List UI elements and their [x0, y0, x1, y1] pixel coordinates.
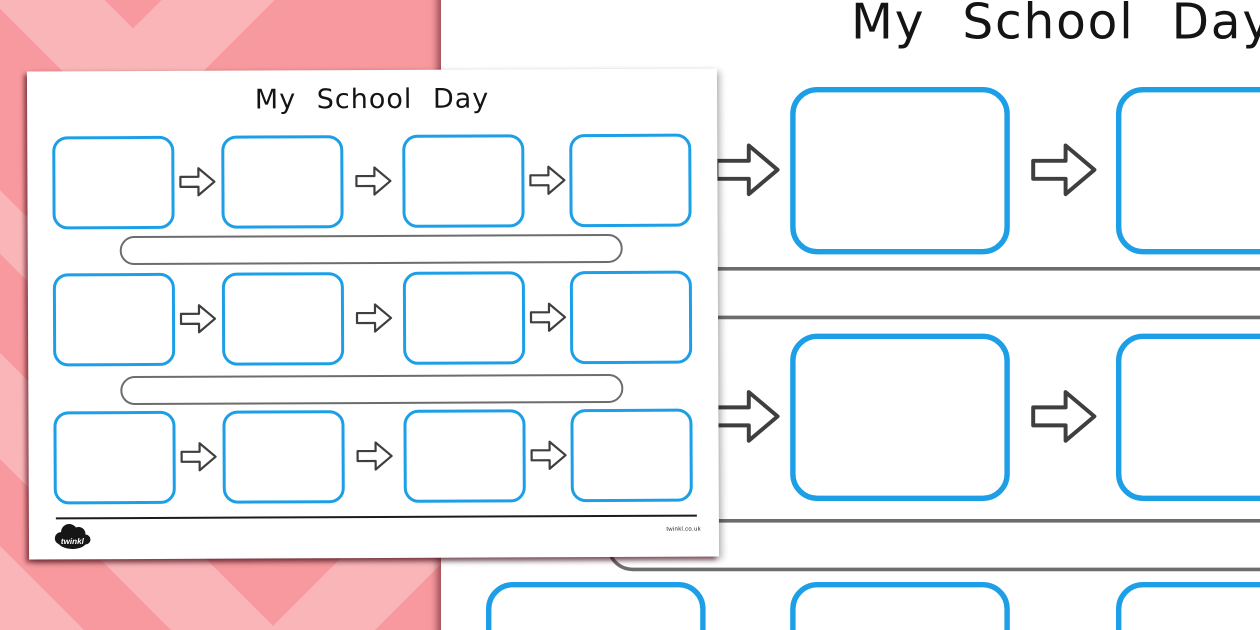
divider-pill: [120, 373, 624, 406]
sequence-box: [52, 272, 176, 367]
sequence-box: [1116, 582, 1260, 630]
worksheet-page-foreground: My School Day: [26, 68, 720, 560]
arrow-right-icon: [180, 442, 217, 472]
sequence-box: [403, 409, 526, 503]
sequence-box: [221, 272, 345, 366]
arrow-right-icon: [355, 166, 392, 196]
worksheet-title: My School Day: [254, 83, 490, 116]
arrow-right-icon: [714, 390, 780, 443]
arrow-right-icon: [179, 167, 216, 197]
arrow-right-icon: [714, 143, 780, 197]
sequence-box: [569, 270, 693, 365]
arrow-right-icon: [530, 440, 567, 470]
sequence-box: [402, 271, 526, 365]
twinkl-logo-text: twinkl: [61, 537, 85, 546]
sequence-box: [53, 410, 176, 505]
arrow-right-icon: [529, 165, 566, 195]
sequence-row: [27, 133, 717, 230]
sequence-row: [441, 582, 1260, 630]
sequence-box: [790, 333, 1010, 501]
footer-rule: [55, 514, 697, 520]
divider-pill: [119, 233, 623, 266]
sequence-box: [569, 133, 692, 228]
twinkl-logo: twinkl: [54, 523, 91, 549]
sequence-box: [52, 135, 175, 230]
website-url: twinkl.co.uk: [666, 526, 701, 533]
arrow-right-icon: [179, 304, 217, 334]
sequence-box: [222, 410, 345, 504]
sequence-box: [1116, 333, 1260, 501]
arrow-right-icon: [529, 302, 567, 332]
sequence-box: [221, 135, 344, 229]
sequence-row: [28, 408, 718, 505]
worksheet-title: My School Day: [851, 0, 1260, 52]
sequence-box: [790, 582, 1010, 630]
sequence-box: [402, 134, 525, 228]
arrow-right-icon: [1031, 143, 1097, 197]
sequence-box: [570, 408, 693, 503]
sequence-box: [1116, 87, 1260, 255]
arrow-right-icon: [356, 441, 393, 471]
arrow-right-icon: [355, 303, 393, 333]
sequence-box: [790, 87, 1010, 255]
arrow-right-icon: [1031, 390, 1097, 443]
sequence-box: [486, 582, 706, 630]
sequence-row: [28, 270, 718, 367]
